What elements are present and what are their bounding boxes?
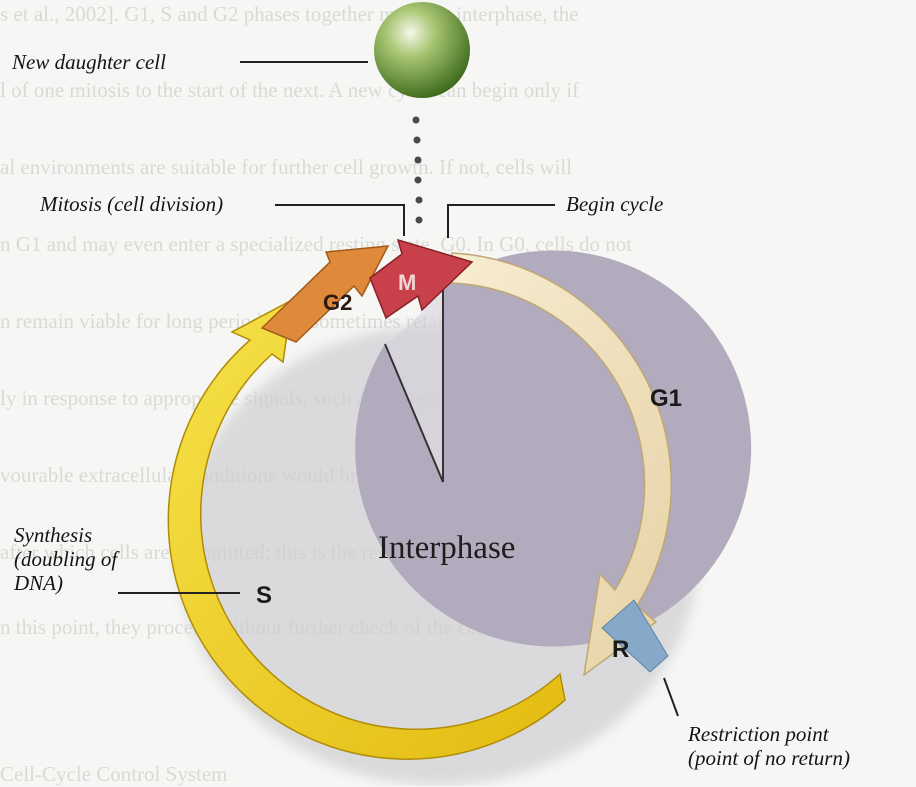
synthesis-label-line-3: DNA) <box>14 571 117 595</box>
restriction-point-label: Restriction point (point of no return) <box>688 722 850 770</box>
restriction-callout-line <box>664 678 678 716</box>
mitosis-callout-line <box>275 205 404 236</box>
mitosis-label: Mitosis (cell division) <box>40 192 223 216</box>
phase-label-m: M <box>398 270 416 296</box>
new-daughter-cell-label: New daughter cell <box>12 50 166 74</box>
phase-label-g2: G2 <box>323 290 352 316</box>
interphase-label: Interphase <box>378 530 515 567</box>
synthesis-label: Synthesis (doubling of DNA) <box>14 523 117 595</box>
synthesis-label-line-1: Synthesis <box>14 523 117 547</box>
phase-label-r: R <box>612 636 629 664</box>
daughter-cell-dotted-path <box>413 117 423 224</box>
begin-cycle-callout-line <box>448 205 555 238</box>
phase-label-s: S <box>256 582 272 610</box>
begin-cycle-label: Begin cycle <box>566 192 663 216</box>
new-daughter-cell-ball <box>374 2 470 98</box>
phase-label-g1: G1 <box>650 385 682 413</box>
restriction-label-line-1: Restriction point <box>688 722 850 746</box>
synthesis-label-line-2: (doubling of <box>14 547 117 571</box>
restriction-label-line-2: (point of no return) <box>688 746 850 770</box>
